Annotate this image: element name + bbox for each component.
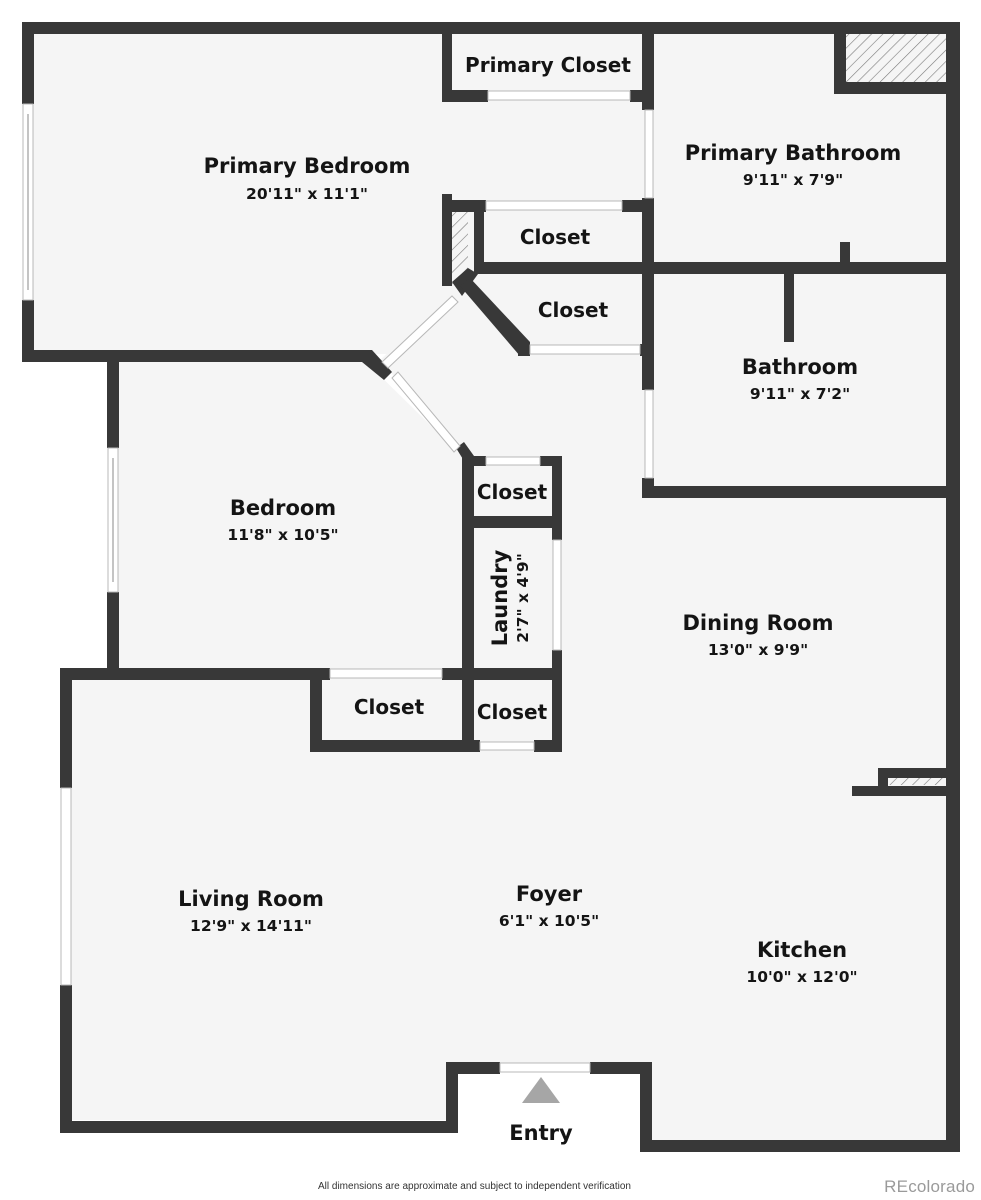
- room-dimensions: 11'8" x 10'5": [227, 526, 338, 544]
- room-name: Bathroom: [742, 355, 858, 379]
- room-primary-bedroom: Primary Bedroom 20'11" x 11'1": [204, 154, 411, 203]
- openings: [22, 90, 654, 1073]
- room-closet-hall: Closet: [477, 700, 548, 724]
- room-name: Kitchen: [757, 938, 847, 962]
- walls: [22, 22, 960, 1152]
- disclaimer-text: All dimensions are approximate and subje…: [318, 1181, 631, 1192]
- room-name: Living Room: [178, 887, 324, 911]
- room-name: Foyer: [516, 882, 583, 906]
- chase-hatch: [452, 210, 468, 286]
- room-kitchen: Kitchen 10'0" x 12'0": [746, 938, 857, 986]
- room-primary-bathroom: Primary Bathroom 9'11" x 7'9": [685, 141, 902, 189]
- room-name: Laundry: [488, 549, 512, 646]
- chase-hatch: [888, 777, 946, 785]
- room-dimensions: 10'0" x 12'0": [746, 968, 857, 986]
- room-bathroom: Bathroom 9'11" x 7'2": [742, 355, 858, 403]
- entry-area: [458, 1074, 640, 1154]
- entry-arrow-icon: [522, 1077, 560, 1103]
- room-closet-upper: Closet: [520, 225, 591, 249]
- room-dimensions: 9'11" x 7'9": [743, 171, 843, 189]
- room-dimensions: 12'9" x 14'11": [190, 917, 312, 935]
- room-closet-living: Closet: [354, 695, 425, 719]
- room-dimensions: 20'11" x 11'1": [246, 185, 368, 203]
- room-dimensions: 2'7" x 4'9": [514, 553, 532, 643]
- room-name: Bedroom: [230, 496, 336, 520]
- room-closet-bedroom: Closet: [477, 480, 548, 504]
- room-bedroom: Bedroom 11'8" x 10'5": [227, 496, 338, 544]
- room-dining-room: Dining Room 13'0" x 9'9": [683, 611, 834, 659]
- room-foyer: Foyer 6'1" x 10'5": [499, 882, 599, 930]
- room-primary-closet: Primary Closet: [465, 53, 631, 77]
- room-name: Primary Bathroom: [685, 141, 902, 165]
- chase-hatch: [846, 34, 946, 82]
- room-name: Primary Bedroom: [204, 154, 411, 178]
- room-living-room: Living Room 12'9" x 14'11": [178, 887, 324, 935]
- room-label-entry: Entry: [509, 1121, 573, 1145]
- room-dimensions: 9'11" x 7'2": [750, 385, 850, 403]
- room-laundry: Laundry 2'7" x 4'9": [488, 549, 532, 646]
- brand-logo: REcolorado: [884, 1177, 975, 1196]
- room-name: Dining Room: [683, 611, 834, 635]
- room-dimensions: 13'0" x 9'9": [708, 641, 808, 659]
- room-closet-angled: Closet: [538, 298, 609, 322]
- room-dimensions: 6'1" x 10'5": [499, 912, 599, 930]
